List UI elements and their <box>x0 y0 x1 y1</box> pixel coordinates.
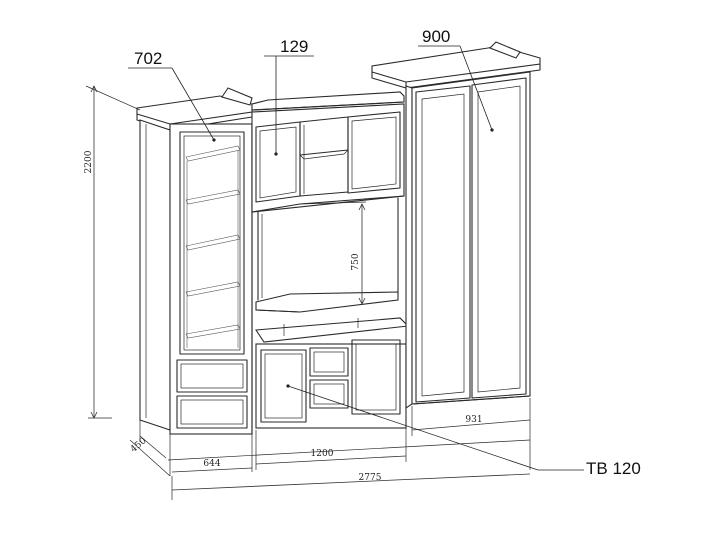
leader-lines <box>128 45 584 471</box>
label-129: 129 <box>280 37 308 56</box>
tv-niche <box>255 197 410 343</box>
middle-upper-cabinet-129 <box>251 91 405 213</box>
dimension-lines <box>85 85 531 500</box>
left-cabinet-702 <box>136 87 253 435</box>
dim-depth-450: 450 <box>129 436 149 455</box>
tv-stand-tb120 <box>255 339 407 429</box>
label-900: 900 <box>422 27 450 46</box>
dim-width-931: 931 <box>465 415 482 425</box>
dim-tv-niche-750: 750 <box>351 253 361 270</box>
dim-width-1200: 1200 <box>311 449 334 459</box>
label-tb120: TB 120 <box>586 459 641 478</box>
dim-width-2775: 2775 <box>359 473 382 483</box>
dim-height-2200: 2200 <box>84 150 94 173</box>
right-wardrobe-900 <box>371 41 541 410</box>
label-702: 702 <box>134 49 162 68</box>
dim-width-644: 644 <box>203 459 220 469</box>
left-glass-shelves <box>185 145 241 348</box>
